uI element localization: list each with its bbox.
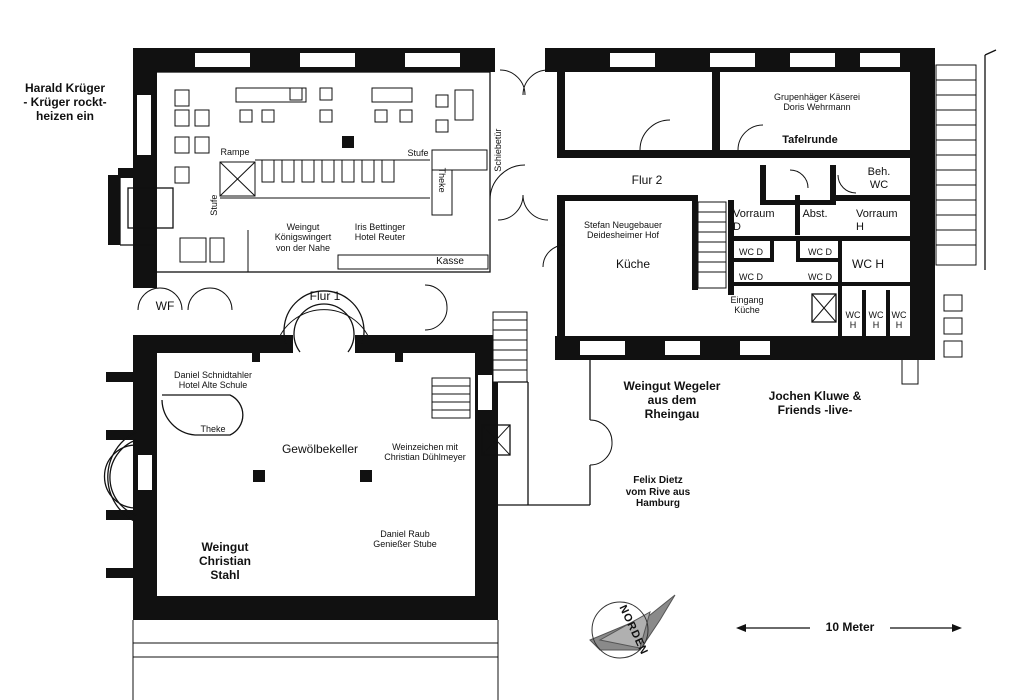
- label-gewoelbekeller: Gewölbekeller: [281, 442, 359, 456]
- furniture-hall: [174, 87, 449, 263]
- label-kaeserei: Grupenhäger Käserei Doris Wehrmann: [773, 92, 861, 113]
- label-kasse: Kasse: [436, 256, 464, 267]
- right-wing-rooms: [542, 49, 997, 385]
- label-flur-1: Flur 1: [309, 289, 341, 303]
- doors: [137, 69, 613, 506]
- label-raub: Daniel Raub Genießer Stube: [373, 529, 437, 550]
- label-harald-krueger: Harald Krüger - Krüger rockt- heizen ein: [23, 81, 107, 123]
- label-wf: WF: [155, 299, 175, 313]
- scale-bar: [736, 624, 962, 632]
- label-eingang-kueche: Eingang Küche: [730, 295, 764, 316]
- label-wc-h-3: WC H: [891, 310, 907, 331]
- label-neugebauer: Stefan Neugebauer Deidesheimer Hof: [583, 220, 663, 241]
- north-compass: [589, 594, 676, 659]
- label-wc-h-1: WC H: [845, 310, 861, 331]
- label-stufe-top: Stufe: [407, 148, 429, 158]
- label-theke-top: Theke: [437, 167, 448, 193]
- label-tafelrunde: Tafelrunde: [782, 134, 838, 146]
- label-theke-left: Theke: [200, 424, 226, 434]
- label-wegeler: Weingut Wegeler aus dem Rheingau: [623, 379, 721, 421]
- label-wc-d-2: WC D: [808, 247, 832, 257]
- inner-walls-upper: [119, 71, 526, 273]
- label-wc-h-2: WC H: [868, 310, 884, 331]
- label-schnidtahler: Daniel Schnidtahler Hotel Alte Schule: [173, 370, 253, 391]
- label-beh-wc: Beh. WC: [867, 166, 891, 191]
- walls-upper-wing: [108, 48, 935, 360]
- label-weinzeichen: Weinzeichen mit Christian Dühlmeyer: [384, 442, 466, 463]
- label-vorraum-d: Vorraum D: [733, 208, 775, 233]
- walls-lower-wing: [103, 290, 529, 700]
- label-wc-d-1: WC D: [739, 247, 763, 257]
- label-dietz: Felix Dietz vom Rive aus Hamburg: [625, 475, 691, 509]
- label-schiebetuer: Schiebetür: [492, 128, 503, 172]
- label-flur-2: Flur 2: [631, 173, 663, 187]
- label-scale-10-meter: 10 Meter: [825, 620, 875, 634]
- label-stahl: Weingut Christian Stahl: [198, 540, 251, 582]
- label-koenigswingert: Weingut Königswingert von der Nahe: [274, 222, 332, 253]
- label-wc-d-4: WC D: [808, 272, 832, 282]
- label-kueche: Küche: [615, 257, 651, 271]
- label-stufe-left: Stufe: [208, 194, 219, 216]
- label-rampe: Rampe: [220, 147, 250, 157]
- label-abst: Abst.: [802, 208, 828, 220]
- label-wc-h: WC H: [852, 257, 884, 271]
- label-bettinger: Iris Bettinger Hotel Reuter: [354, 222, 406, 243]
- label-kluwe: Jochen Kluwe & Friends -live-: [768, 389, 862, 417]
- label-wc-d-3: WC D: [739, 272, 763, 282]
- label-vorraum-h: Vorraum H: [856, 208, 898, 233]
